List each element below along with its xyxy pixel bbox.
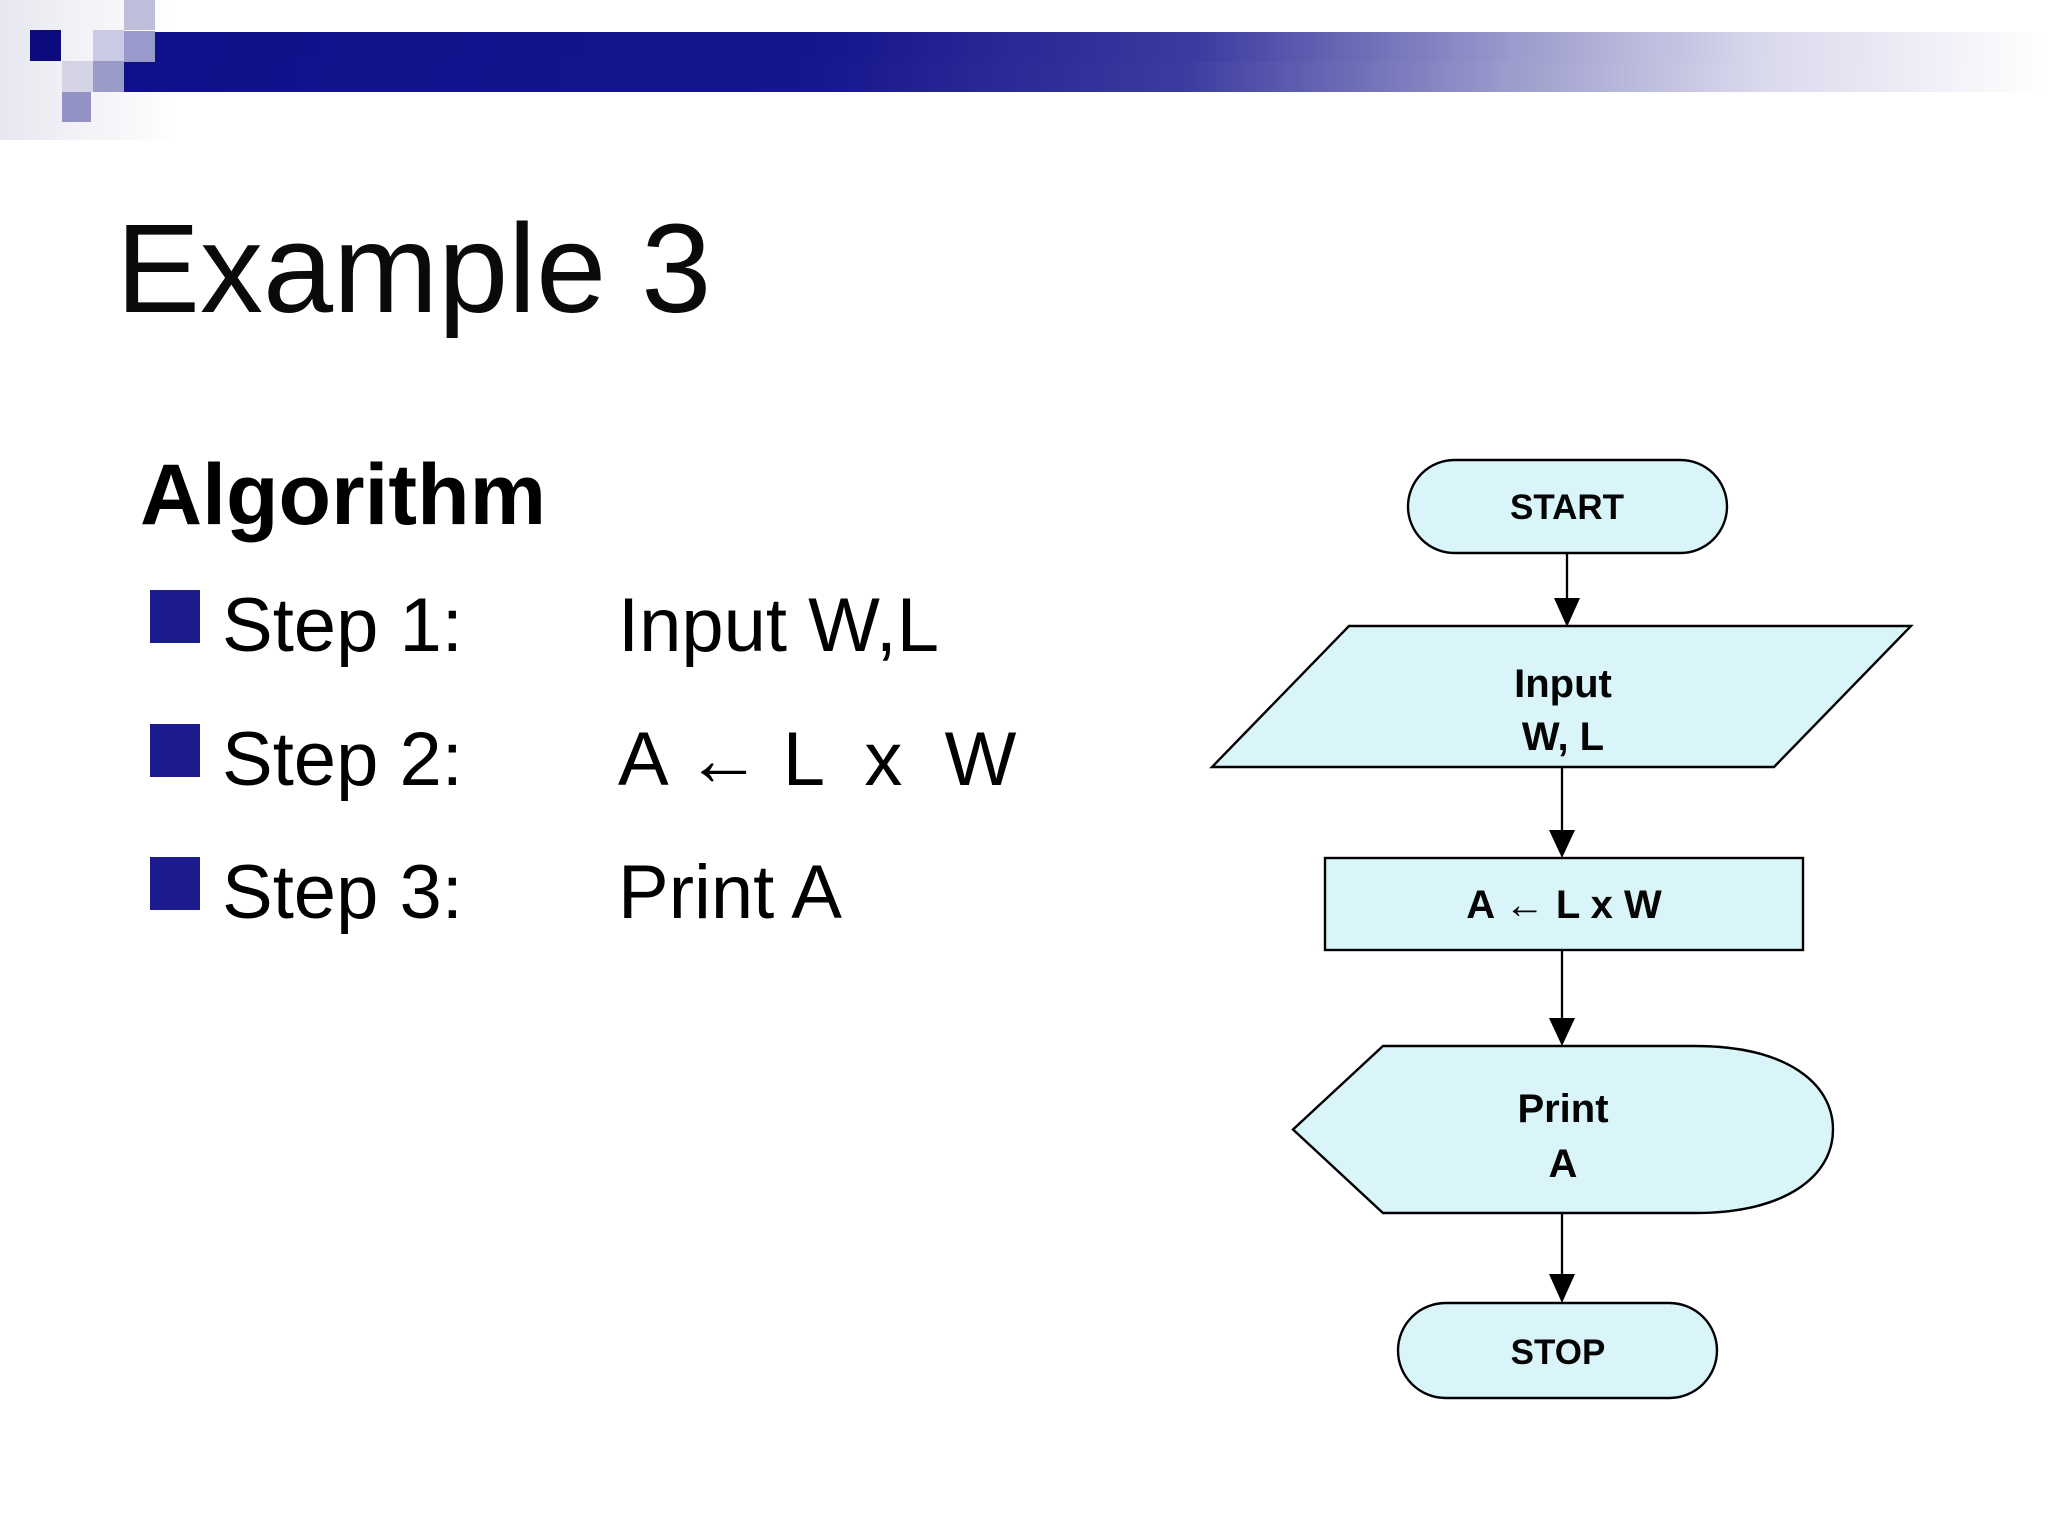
deco-square-light-1 [93, 30, 124, 61]
bullet-square-icon [150, 724, 200, 777]
step-value: Print A [618, 850, 842, 935]
step-label: Step 3: [222, 850, 463, 935]
step-value: Input W,L [618, 583, 940, 668]
flowchart-print-node [1291, 1044, 1835, 1215]
bullet-square-icon [150, 590, 200, 643]
list-item: Step 1: Input W,L [0, 578, 1150, 688]
deco-square-navy [30, 30, 61, 61]
arrow-down-icon [1554, 598, 1580, 627]
list-item: Step 2: A ← L x W [0, 712, 1150, 822]
flowchart-input-label-line2: W, L [1522, 715, 1604, 759]
slide-title: Example 3 [116, 198, 712, 339]
header-gradient-bar-top [155, 32, 2048, 62]
deco-square-medium-3 [62, 92, 91, 122]
step-label: Step 2: [222, 717, 463, 802]
step-label: Step 1: [222, 583, 463, 668]
deco-square-lavender-top [124, 0, 155, 30]
bullet-square-icon [150, 857, 200, 910]
flowchart-print-label-line2: A [1549, 1142, 1578, 1186]
header-gradient-bar-bottom [124, 62, 2048, 92]
flowchart-stop-label: STOP [1511, 1333, 1606, 1372]
deco-square-medium-1 [124, 31, 155, 62]
flowchart-start-label: START [1510, 488, 1624, 527]
flowchart: START Input W, L A ← L x W Print A STOP [1209, 458, 1914, 1400]
flowchart-stop-node [1396, 1301, 1719, 1400]
flowchart-process-node [1323, 856, 1805, 952]
list-item: Step 3: Print A [0, 845, 1150, 955]
flowchart-input-label-line1: Input [1514, 662, 1612, 706]
flowchart-process-label: A ← L x W [1466, 883, 1662, 927]
algorithm-heading: Algorithm [140, 447, 547, 543]
arrow-down-icon [1549, 1018, 1575, 1046]
deco-square-light-2 [62, 61, 93, 92]
flowchart-input-node [1209, 624, 1914, 769]
flowchart-print-label-line1: Print [1517, 1087, 1608, 1131]
deco-square-medium-2 [93, 61, 124, 92]
arrow-down-icon [1549, 1274, 1575, 1303]
step-value: A ← L x W [618, 717, 1017, 802]
arrow-down-icon [1549, 830, 1575, 858]
